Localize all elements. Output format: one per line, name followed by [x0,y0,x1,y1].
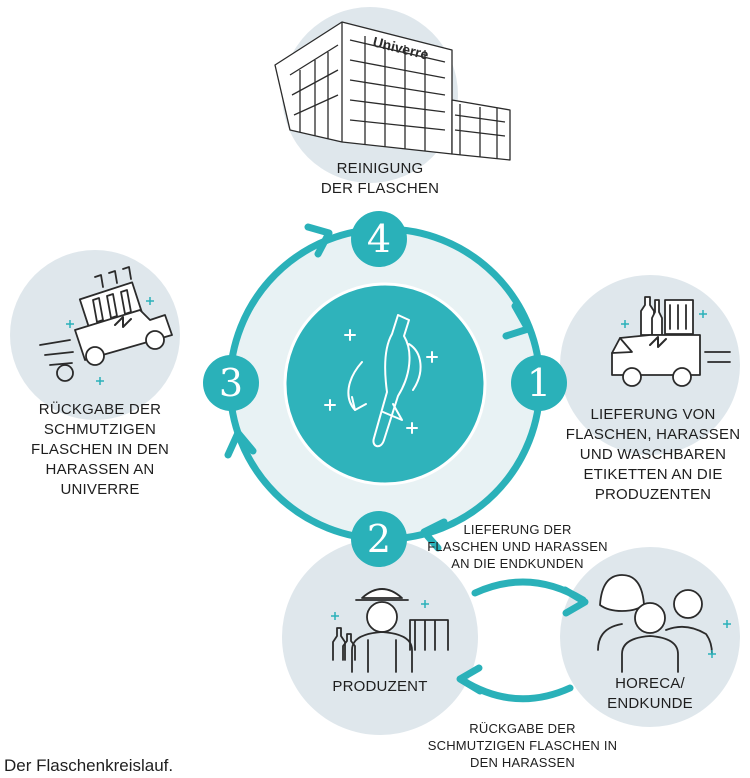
return-label: RÜCKGABE DER SCHMUTZIGEN FLASCHEN IN DEN… [420,720,625,771]
step-3-label: RÜCKGABE DER SCHMUTZIGEN FLASCHEN IN DEN… [25,400,175,500]
step-4-label: REINIGUNG DER FLASCHEN [315,159,445,199]
step-1-label-line: UND WASCHBAREN [579,446,727,463]
step-3-badge: 3 [203,355,259,411]
delivery-arrowhead [561,586,589,617]
producer-bubble [282,539,478,735]
step-3-label-line: SCHMUTZIGEN [43,421,157,438]
step-1-label-line: ETIKETTEN AN DIE [583,466,723,483]
producer-person-icon [332,588,449,673]
sparkle-decor-customers [708,620,731,658]
sparkle-decor-right [621,310,707,328]
recycle-bottle-icon [324,314,438,448]
sparkle-decor-left [66,297,154,385]
return-label-line: SCHMUTZIGEN FLASCHEN IN [427,738,618,753]
delivery-truck-icon [39,266,173,382]
center-circle [283,282,487,486]
step-1-badge: 1 [511,355,567,411]
step-3-label-line: RÜCKGABE DER [38,401,162,418]
step-3-label-line: UNIVERRE [60,481,140,498]
factory-building-icon [274,21,511,161]
sparkle-decor-producer [331,600,429,620]
step-1-label-line: LIEFERUNG VON [590,406,716,423]
producer-label: PRODUZENT [332,678,428,695]
step-4-badge: 4 [351,211,407,267]
return-arrowhead [456,664,484,695]
ring-arrowheads [224,223,532,552]
step-1-label-line: PRODUZENTEN [594,486,712,503]
return-label-line: DEN HARASSEN [470,755,575,770]
step-2-label-line: FLASCHEN UND HARASSEN [427,539,608,554]
step-1-label-line: FLASCHEN, HARASSEN [565,426,741,443]
customers-group-icon [597,574,713,673]
delivery-truck-icon [611,296,731,387]
step-2-label: LIEFERUNG DER FLASCHEN UND HARASSEN AN D… [425,521,610,572]
step-1-label: LIEFERUNG VON FLASCHEN, HARASSEN UND WAS… [558,405,748,505]
step-2-badge: 2 [351,511,407,567]
step-3-label-line: FLASCHEN IN DEN [30,441,170,458]
return-label-line: RÜCKGABE DER [469,721,576,736]
customer-label: HORECA/ ENDKUNDE [595,674,705,714]
step-2-label-line: AN DIE ENDKUNDEN [451,556,584,571]
step-4-label-line: DER FLASCHEN [320,180,440,197]
step-3-label-line: HARASSEN AN [45,461,155,478]
customer-label-line: ENDKUNDE [607,695,693,712]
step-4-label-line: REINIGUNG [336,160,424,177]
step-2-label-line: LIEFERUNG DER [463,522,572,537]
figure-caption: Der Flaschenkreislauf. [4,756,174,775]
customer-label-line: HORECA/ [615,675,685,692]
